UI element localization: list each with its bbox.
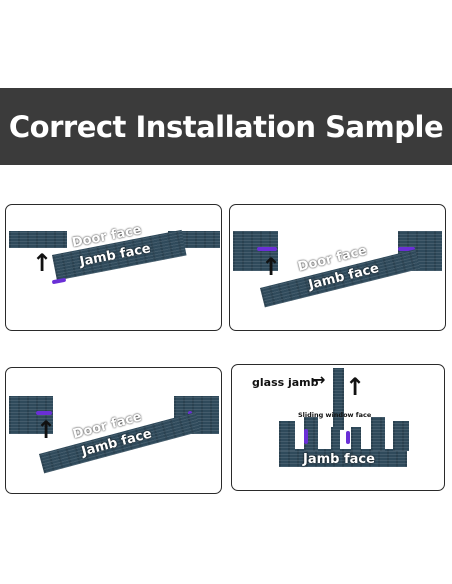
diagram-panel-2: Door face Jamb face ↑ [229, 204, 446, 331]
left-jamb [9, 396, 53, 434]
glass-jamb-label: glass jamb [252, 376, 319, 389]
up-arrow-icon: ↑ [36, 416, 57, 444]
channel-right-rib [351, 427, 361, 451]
door-slab: Door face Jamb face [39, 409, 201, 474]
seal-strip-left [257, 247, 277, 251]
glass-panel [333, 368, 344, 430]
diagram-panel-3: Door face Jamb face ↑ [5, 367, 222, 494]
seal-strip-right [346, 431, 350, 444]
frame-left-wall [279, 421, 295, 451]
diagram-panel-1: Door face Jamb face ↑ [5, 204, 222, 331]
channel-center-rib [331, 427, 340, 451]
sliding-window-face-label: Sliding window face [298, 411, 372, 419]
seal-strip-right [398, 247, 415, 251]
door-slab: Door face Jamb face [260, 243, 421, 308]
frame-right-wall [393, 421, 409, 451]
seal-strip-left [36, 411, 52, 415]
up-arrow-icon: ↑ [261, 253, 282, 281]
door-slab: Door face Jamb face [52, 223, 187, 281]
right-arrow-icon: → [312, 370, 326, 389]
seal-strip-left [304, 429, 308, 444]
frame-base [279, 449, 407, 467]
up-arrow-icon: ↑ [32, 249, 53, 277]
seal-strip [51, 277, 67, 285]
up-arrow-icon: ↑ [345, 373, 366, 401]
left-jamb [233, 231, 278, 271]
jamb-face-label: Jamb face [303, 452, 375, 467]
diagram-panel-4: glass jamb → ↑ Sliding window face Jamb … [231, 364, 445, 491]
channel-outer-rib [371, 417, 385, 451]
left-jamb [9, 231, 67, 248]
page-title: Correct Installation Sample [0, 88, 452, 165]
